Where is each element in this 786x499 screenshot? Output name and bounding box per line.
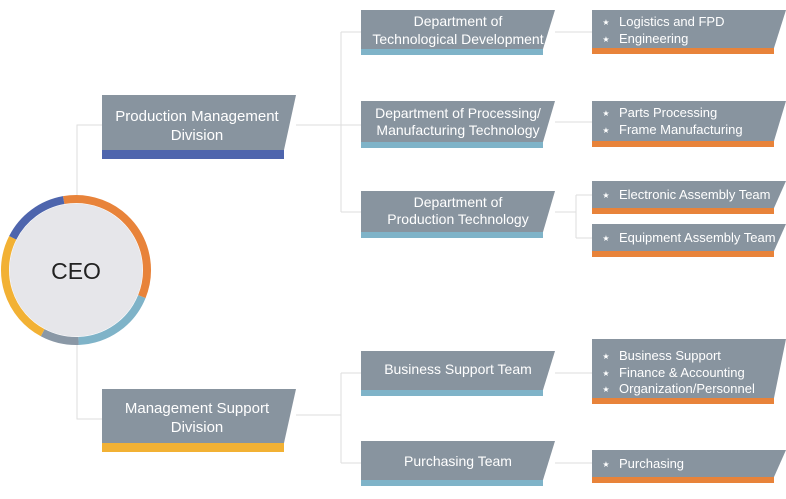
item-box[interactable]: ★ Parts Processing ★ Frame Manufacturing	[592, 101, 786, 147]
ceo-ring-segment	[40, 329, 79, 345]
item-box[interactable]: ★ Logistics and FPD ★ Engineering	[592, 10, 786, 54]
ceo-ring-segment	[62, 195, 151, 299]
department-label: Technological Development	[372, 31, 543, 47]
box-background	[592, 224, 786, 251]
item-label: Finance & Accounting	[619, 365, 745, 380]
division-label: Division	[171, 419, 224, 436]
ceo-ring-segment	[1, 235, 45, 337]
box-accent-bar	[592, 208, 774, 214]
department-box[interactable]: Department of Technological Development	[361, 10, 555, 55]
box-background	[592, 181, 786, 208]
box-background	[361, 191, 555, 232]
department-label: Production Technology	[387, 211, 528, 227]
item-label: Organization/Personnel	[619, 381, 755, 396]
star-icon: ★	[602, 352, 609, 361]
box-accent-bar	[102, 150, 284, 159]
box-accent-bar	[361, 142, 543, 148]
star-icon: ★	[602, 109, 609, 118]
item-label: Engineering	[619, 31, 688, 46]
item-label: Business Support	[619, 348, 721, 363]
box-background	[102, 389, 296, 443]
item-label: Frame Manufacturing	[619, 122, 743, 137]
department-box[interactable]: Business Support Team	[361, 351, 555, 396]
star-icon: ★	[602, 234, 609, 243]
department-label: Department of	[414, 13, 503, 29]
ceo-label: CEO	[51, 258, 101, 284]
item-label: Parts Processing	[619, 105, 717, 120]
box-background	[102, 95, 296, 150]
box-background	[592, 450, 786, 477]
star-icon: ★	[602, 385, 609, 394]
item-box[interactable]: ★ Electronic Assembly Team	[592, 181, 786, 214]
star-icon: ★	[602, 460, 609, 469]
box-accent-bar	[102, 443, 284, 452]
box-accent-bar	[361, 232, 543, 238]
division-label: Management Support	[125, 400, 270, 417]
box-background	[361, 441, 555, 480]
division-label: Division	[171, 127, 224, 144]
department-label: Department of	[414, 194, 503, 210]
ceo-to-production-line	[76, 124, 102, 201]
box-accent-bar	[592, 141, 774, 147]
box-accent-bar	[592, 398, 774, 404]
department-label: Manufacturing Technology	[376, 122, 539, 138]
star-icon: ★	[602, 369, 609, 378]
star-icon: ★	[602, 18, 609, 27]
star-icon: ★	[602, 126, 609, 135]
box-background	[361, 101, 555, 142]
department-box[interactable]: Purchasing Team	[361, 441, 555, 486]
box-accent-bar	[592, 48, 774, 54]
item-label: Purchasing	[619, 456, 684, 471]
ceo-circle	[9, 203, 143, 337]
box-background	[592, 101, 786, 141]
connector-lines	[76, 31, 592, 464]
box-background	[361, 10, 555, 49]
box-background	[592, 10, 786, 48]
box-accent-bar	[361, 480, 543, 486]
box-accent-bar	[592, 477, 774, 483]
star-icon: ★	[602, 35, 609, 44]
ceo-ring-segment	[9, 196, 65, 240]
box-accent-bar	[592, 251, 774, 257]
item-box[interactable]: ★ Business Support ★ Finance & Accounting ★ O…	[592, 339, 786, 404]
department-label: Purchasing Team	[404, 453, 512, 469]
star-icon: ★	[602, 191, 609, 200]
division-label: Production Management	[115, 108, 279, 125]
item-box[interactable]: ★ Purchasing	[592, 450, 786, 483]
department-label: Business Support Team	[384, 361, 532, 377]
ceo-to-support-line	[76, 339, 102, 420]
department-box[interactable]: Department of Processing/Manufacturing T…	[361, 101, 555, 148]
item-label: Equipment Assembly Team	[619, 230, 776, 245]
box-background	[592, 339, 786, 398]
department-label: Department of Processing/	[375, 105, 541, 121]
item-label: Electronic Assembly Team	[619, 187, 771, 202]
box-accent-bar	[361, 49, 543, 55]
ceo-ring-segment	[78, 294, 146, 345]
box-background	[361, 351, 555, 390]
box-accent-bar	[361, 390, 543, 396]
ceo-node[interactable]: CEO	[1, 195, 151, 345]
item-box[interactable]: ★ Equipment Assembly Team	[592, 224, 786, 257]
item-label: Logistics and FPD	[619, 14, 725, 29]
